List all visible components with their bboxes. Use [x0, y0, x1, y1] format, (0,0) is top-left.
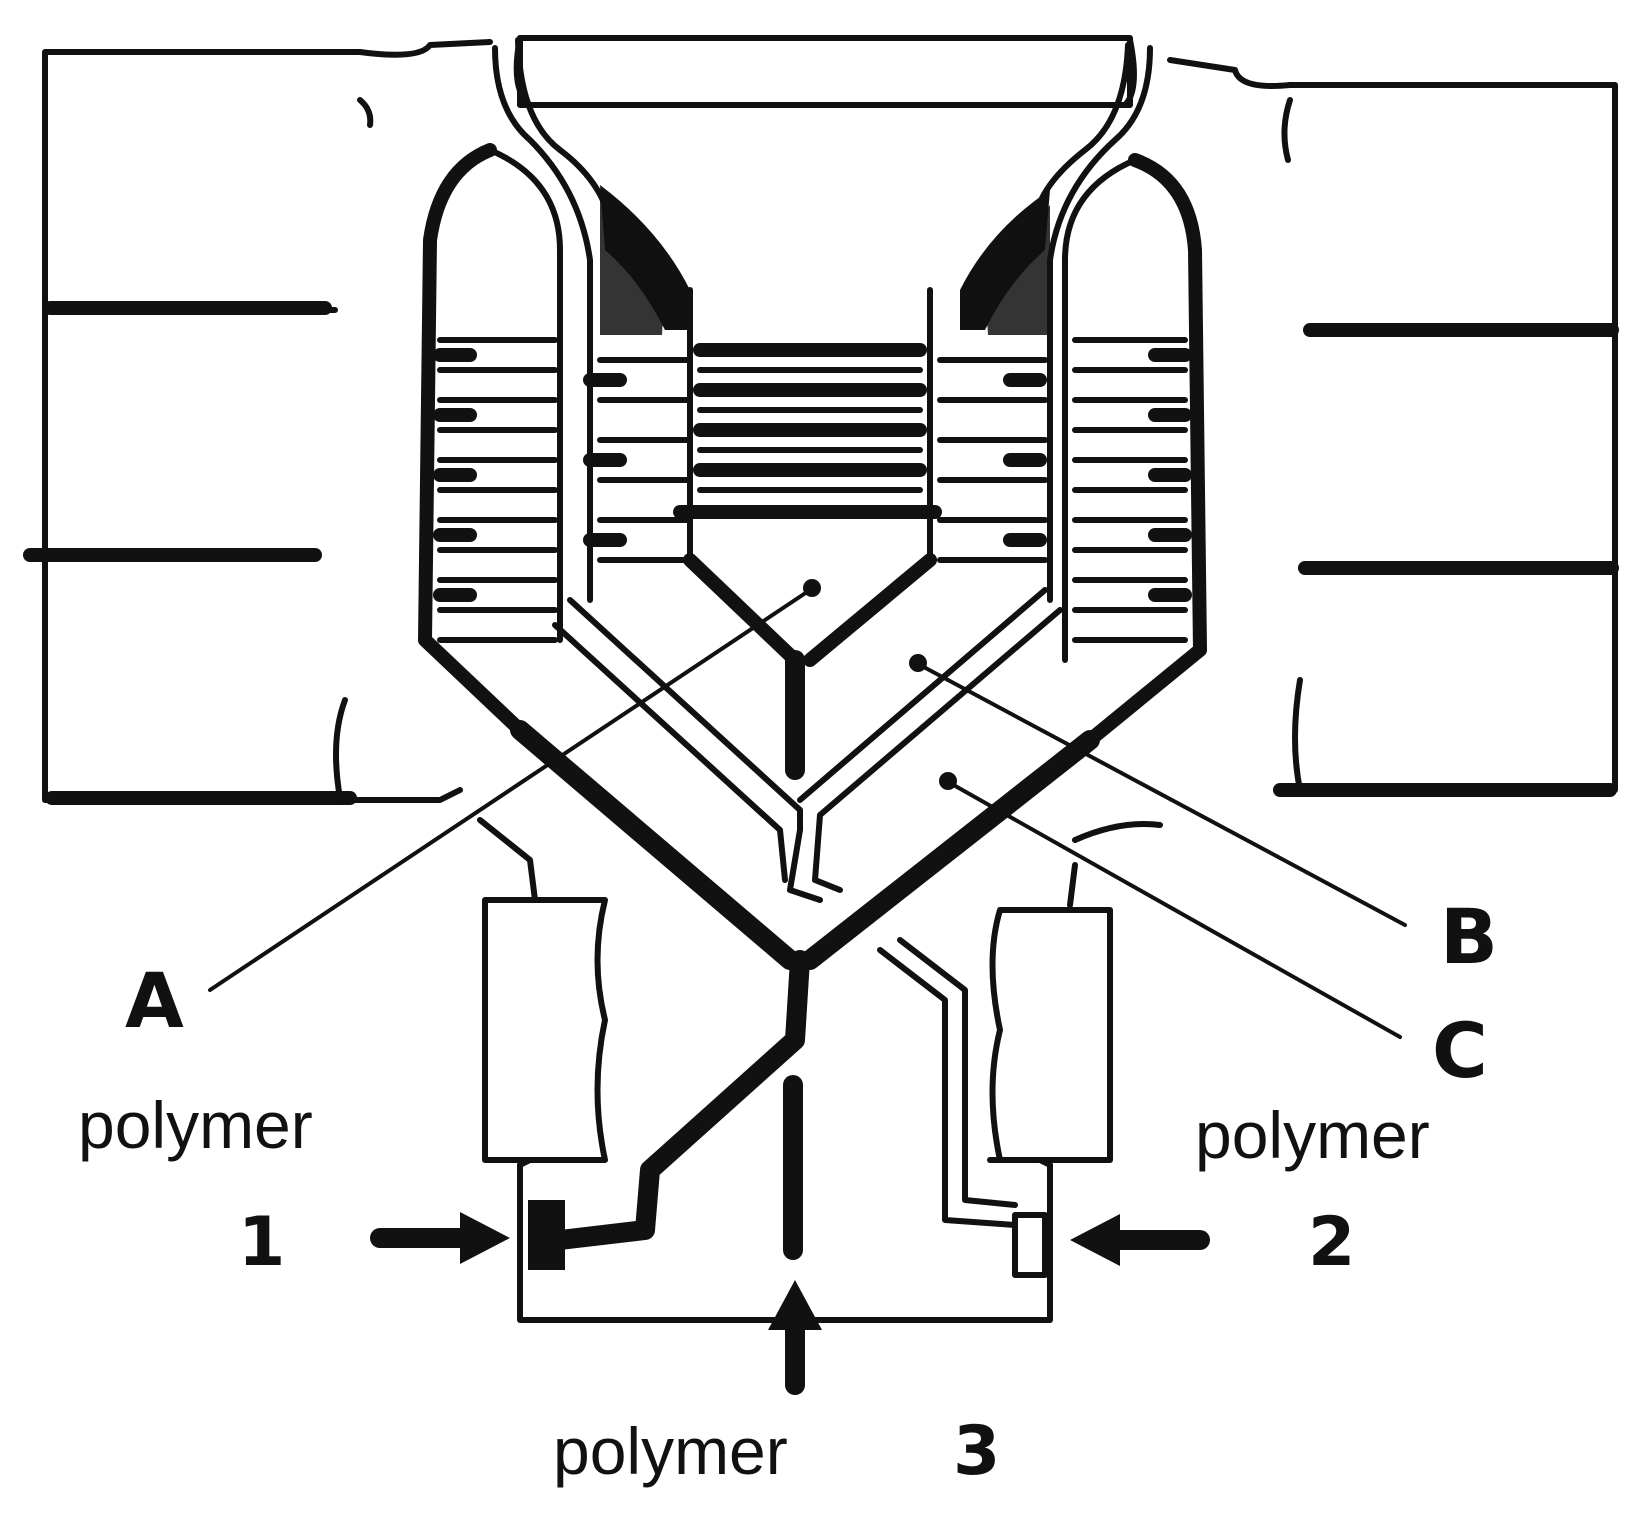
inlet-3-polymer-label: polymer: [553, 1414, 788, 1488]
right-housing: [1167, 57, 1619, 797]
inlet-1-polymer-label: polymer: [78, 1088, 313, 1162]
leader-line-b: [918, 663, 1407, 927]
flow-channels: [510, 553, 1100, 1260]
left-housing: [23, 39, 493, 805]
left-fin-stack: [433, 337, 558, 643]
leader-lines: [208, 579, 1407, 1039]
inlet-3-number: 3: [953, 1412, 1000, 1491]
leader-line-a: [208, 588, 812, 992]
right-heater-block: [989, 821, 1163, 1163]
left-chamber: [418, 37, 613, 737]
label-c: C: [1432, 1006, 1488, 1095]
right-inner-chamber: [927, 190, 1050, 563]
inlet-2-number: 2: [1308, 1203, 1355, 1282]
inlet-2-polymer-label: polymer: [1195, 1098, 1430, 1172]
inlet-1-number: 1: [238, 1203, 285, 1282]
leader-line-c: [948, 781, 1402, 1039]
left-inner-chamber: [583, 185, 693, 563]
right-chamber: [1032, 42, 1207, 747]
inlet-arrows: [370, 1212, 1210, 1395]
label-b: B: [1440, 892, 1498, 981]
top-plate: [513, 35, 1137, 108]
label-a: A: [125, 956, 184, 1045]
center-fin-stack: [673, 343, 942, 519]
right-fin-stack: [1072, 337, 1192, 643]
left-heater-block: [477, 817, 608, 1163]
